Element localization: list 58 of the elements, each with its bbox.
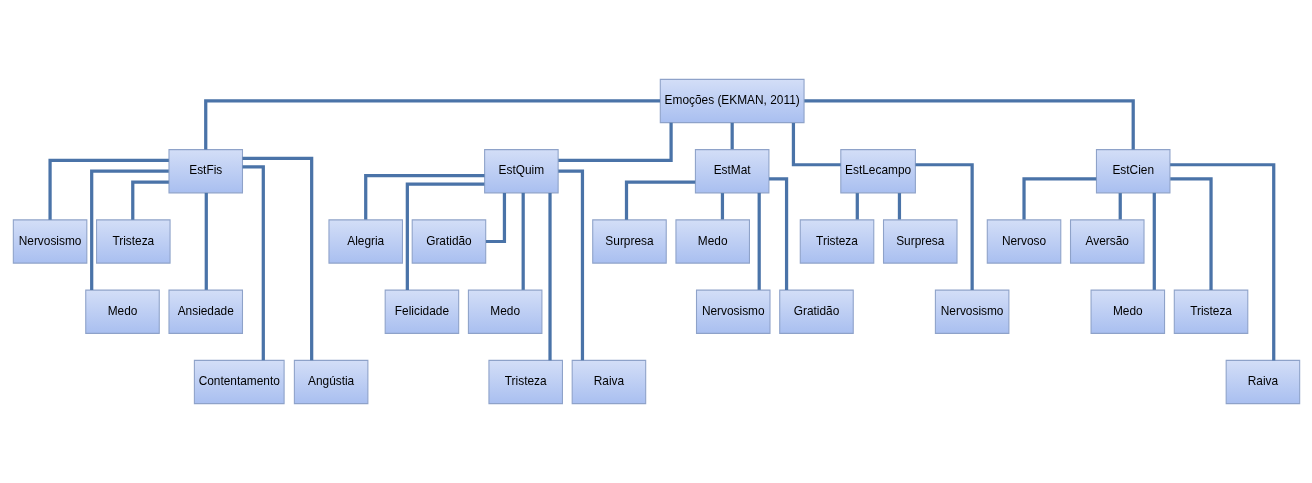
- node-box: Medo: [467, 289, 542, 334]
- connector: [89, 169, 169, 291]
- node-box: Emoções (EKMAN, 2011): [659, 78, 805, 124]
- node-box: Medo: [674, 219, 750, 264]
- node-box: EstCien: [1095, 149, 1170, 194]
- node-box: Tristeza: [487, 359, 563, 405]
- node-box: EstLecampo: [839, 149, 916, 194]
- connector: [720, 193, 724, 220]
- connector: [915, 163, 974, 291]
- node-box: Nervosismo: [695, 289, 771, 334]
- node-box: Raiva: [571, 359, 646, 405]
- connector: [1169, 177, 1213, 291]
- connector: [768, 177, 788, 291]
- connector: [203, 99, 660, 150]
- node-box: Aversão: [1069, 219, 1145, 264]
- node-box: Surpresa: [591, 219, 667, 264]
- connector: [557, 122, 673, 163]
- node-box: EstFis: [167, 149, 243, 194]
- connector: [557, 169, 584, 361]
- connector: [1021, 177, 1096, 220]
- connector: [624, 180, 695, 220]
- node-box: Gratidão: [411, 219, 486, 264]
- node-box: Medo: [1090, 289, 1165, 334]
- node-box: Gratidão: [778, 289, 854, 334]
- connector: [1118, 193, 1122, 220]
- node-box: Tristeza: [95, 219, 171, 264]
- connector: [897, 193, 901, 220]
- node-box: Nervosismo: [12, 219, 87, 264]
- node-box: Ansiedade: [167, 289, 243, 334]
- node-box: Nervosismo: [934, 289, 1009, 334]
- node-box: Raiva: [1225, 359, 1300, 405]
- connector: [130, 180, 169, 220]
- connector: [363, 173, 484, 220]
- connector: [1152, 192, 1156, 290]
- connector: [791, 122, 841, 167]
- node-box: Contentamento: [193, 359, 285, 405]
- node-box: Felicidade: [384, 289, 459, 334]
- node-box: Tristeza: [1173, 289, 1248, 334]
- connector: [803, 99, 1135, 150]
- connector: [521, 192, 525, 290]
- connector: [1169, 163, 1275, 361]
- node-box: Tristeza: [799, 219, 874, 264]
- node-box: Surpresa: [882, 219, 958, 264]
- node-box: Alegria: [327, 219, 403, 264]
- connector: [730, 122, 734, 150]
- node-box: Angústia: [293, 359, 368, 405]
- node-box: EstMat: [694, 149, 769, 194]
- connector: [47, 158, 169, 220]
- node-box: Nervoso: [986, 219, 1061, 264]
- node-box: Medo: [84, 289, 160, 334]
- node-box: EstQuim: [483, 149, 559, 194]
- connector: [757, 192, 761, 290]
- connector: [242, 156, 313, 361]
- connector: [405, 182, 484, 291]
- connector: [204, 192, 208, 290]
- connector: [855, 193, 859, 220]
- connector: [547, 193, 552, 361]
- connector: [242, 165, 265, 361]
